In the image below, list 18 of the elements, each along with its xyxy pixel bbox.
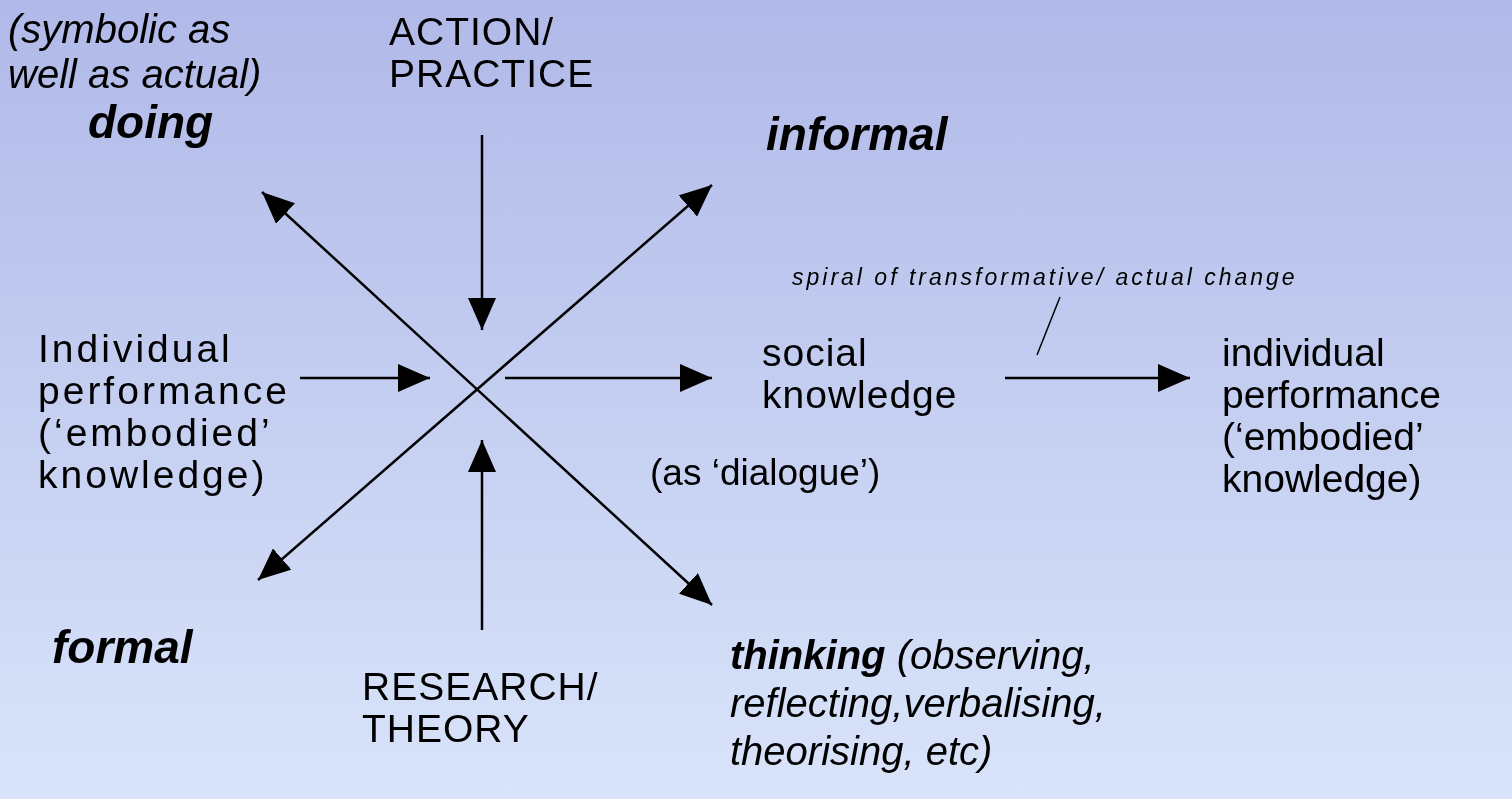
node-text: social knowledge xyxy=(712,330,1005,430)
leader-line xyxy=(1036,296,1061,356)
arrow xyxy=(300,364,430,392)
arrow xyxy=(468,135,496,330)
node-text: formal xyxy=(45,580,258,675)
node-text: RESEARCH/ THEORY xyxy=(360,630,660,795)
node-text: ACTION/ PRACTICE xyxy=(385,5,645,135)
node-text: spiral of transformative/ actual change xyxy=(788,262,1448,297)
arrow xyxy=(505,364,712,392)
arrow xyxy=(468,440,496,630)
node-caption: (as ‘dialogue’) xyxy=(650,452,881,494)
node-text: doing xyxy=(80,95,262,192)
node-text: individual performance (‘embodied’ knowledge) xyxy=(1190,330,1500,580)
node-caption: (symbolic as well as actual) xyxy=(8,7,263,97)
node-text: informal xyxy=(712,105,972,185)
node-text: thinking (observing, reflecting,verbalising, theorising, etc) xyxy=(712,605,1282,795)
node-text: Individual performance (‘embodied’ knowledge) xyxy=(35,310,300,580)
arrow xyxy=(1005,364,1190,392)
